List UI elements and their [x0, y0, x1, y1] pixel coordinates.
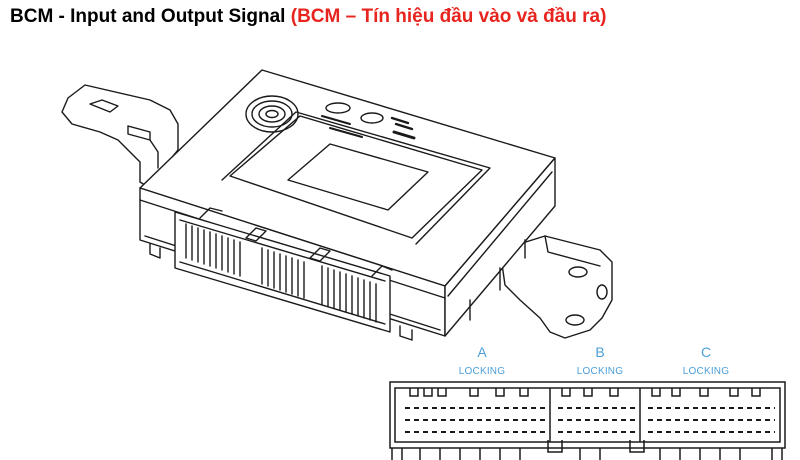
connector-a-locking-label: LOCKING	[458, 366, 506, 377]
speaker-grille	[245, 95, 299, 133]
bcm-side-face	[444, 157, 556, 337]
connector-c-letter: C	[700, 344, 712, 360]
connector-c-locking-label: LOCKING	[682, 366, 730, 377]
right-mounting-bracket	[499, 235, 613, 339]
connector-pinout-diagram	[389, 381, 786, 460]
connector-a-letter: A	[477, 344, 487, 360]
connector-b-letter: B	[595, 344, 605, 360]
connector-b-locking-label: LOCKING	[576, 366, 624, 377]
title-translation: (BCM – Tín hiệu đầu vào và đầu ra)	[290, 6, 607, 27]
page-title: BCM - Input and Output Signal (BCM – Tín…	[10, 6, 606, 28]
brand-logos	[321, 102, 416, 140]
title-main: BCM - Input and Output Signal	[10, 6, 286, 27]
module-connectors	[174, 207, 393, 333]
